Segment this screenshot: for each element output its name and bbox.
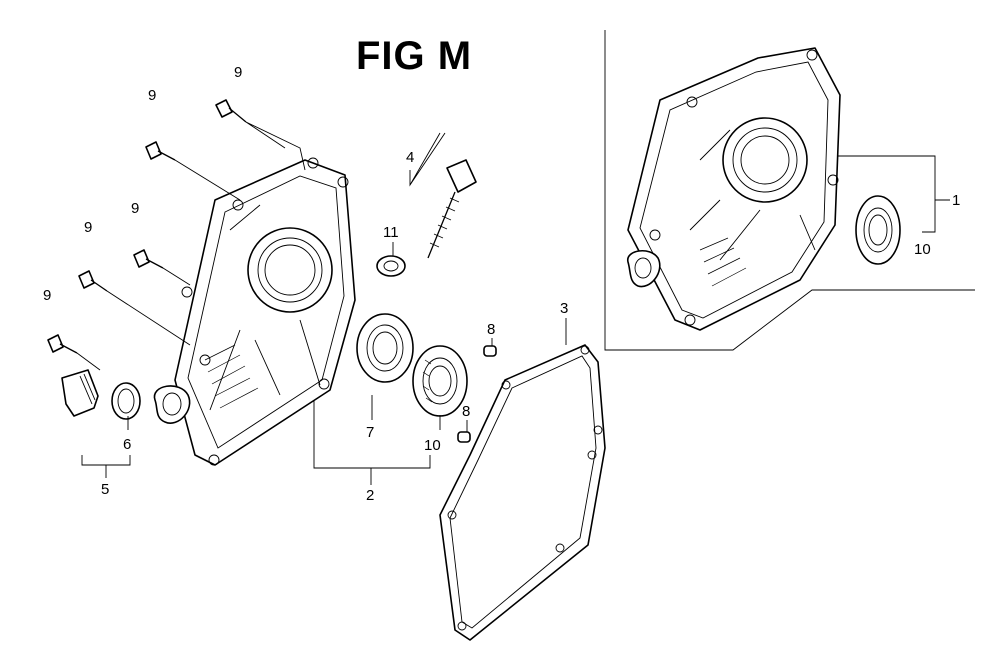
callout-11: 11 [383,224,399,241]
callout-1: 1 [952,192,960,209]
callout-9: 9 [43,287,51,304]
callout-6: 6 [123,436,131,453]
callout-8: 8 [487,321,495,338]
bolt-9-upper-left [145,141,176,161]
cover-gasket [439,344,606,641]
assembly-bearing [855,195,901,265]
dowel-pin-lower [457,431,471,443]
callout-7: 7 [366,424,374,441]
callout-5: 5 [101,481,109,498]
crankcase-cover-assembly [627,47,841,331]
figure-title: FIG M [356,34,473,78]
bolt-9-middle [133,249,164,269]
callout-9: 9 [234,64,242,81]
crankcase-cover [153,157,356,466]
o-ring [111,382,141,420]
assembly-bracket [604,30,975,351]
callout-9: 9 [148,87,156,104]
bolt-9-lower [78,270,108,292]
callout-4: 4 [406,149,414,166]
ball-bearing [412,345,468,417]
callout-10: 10 [424,437,441,454]
oil-seal [356,313,414,383]
dipstick-o-ring [376,255,406,277]
callout-9: 9 [84,219,92,236]
callout-8: 8 [462,403,470,420]
dipstick [427,159,477,259]
oil-filler-cap [61,369,99,417]
callout-10: 10 [914,241,931,258]
dowel-pin-upper [483,345,497,357]
callout-2: 2 [366,487,374,504]
bolt-9-bottom [47,334,78,354]
bolt-9-top [215,99,247,123]
callout-9: 9 [131,200,139,217]
callout-3: 3 [560,300,568,317]
